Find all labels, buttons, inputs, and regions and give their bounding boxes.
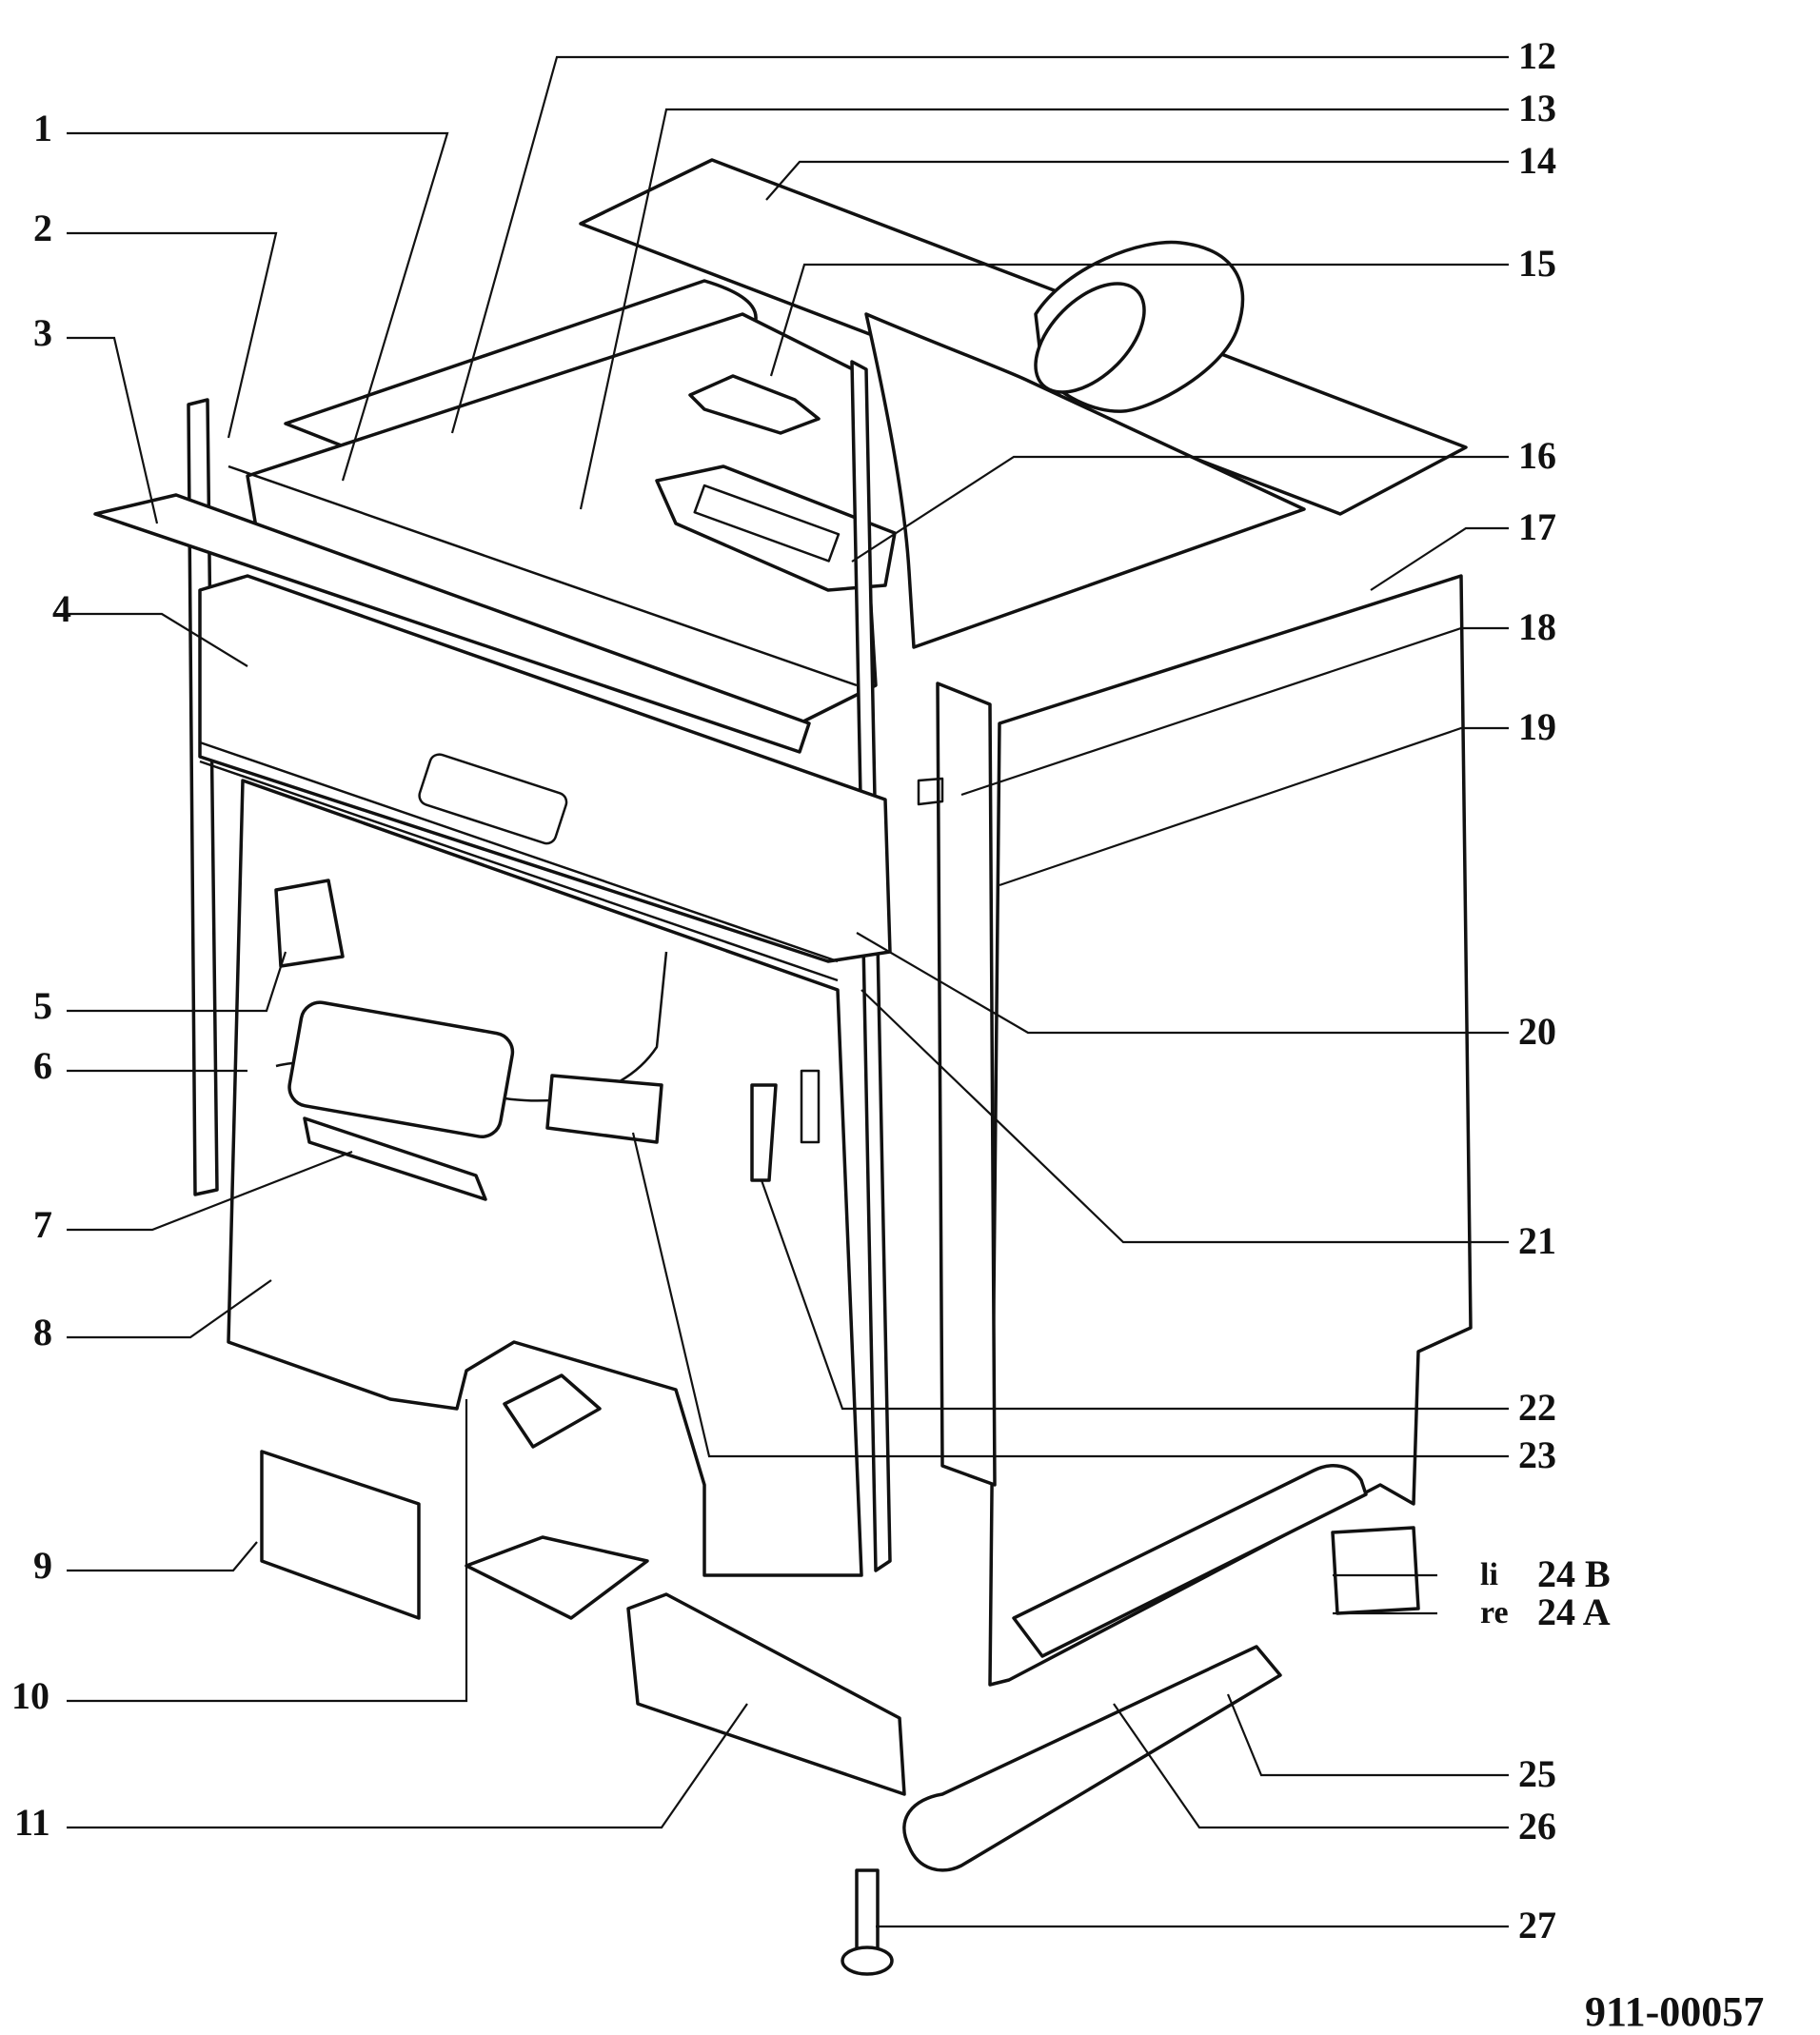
part-22-handle — [750, 1083, 778, 1182]
label-2: 2 — [33, 207, 52, 249]
label-7: 7 — [33, 1203, 52, 1246]
part-3-panel-strip — [93, 493, 811, 754]
label-20: 20 — [1518, 1010, 1556, 1053]
label-8: 8 — [33, 1311, 52, 1353]
part-24-hinge-block — [1331, 1526, 1420, 1615]
part-19-vertical-strip — [936, 682, 997, 1487]
label-24b: 24 B — [1537, 1552, 1611, 1595]
label-21: 21 — [1518, 1219, 1556, 1262]
label-22: 22 — [1518, 1386, 1556, 1429]
corner-post — [850, 360, 892, 1572]
label-24b-prefix: li — [1480, 1557, 1498, 1592]
label-11: 11 — [14, 1801, 50, 1844]
label-26: 26 — [1518, 1805, 1556, 1847]
label-12: 12 — [1518, 34, 1556, 77]
part-15-bracket — [688, 374, 821, 435]
label-1: 1 — [33, 107, 52, 149]
label-13: 13 — [1518, 87, 1556, 129]
part-25-bar — [902, 1645, 1282, 1872]
part-10-bracket-plate — [465, 1535, 649, 1620]
part-18-latch — [917, 777, 944, 806]
part-27-screw — [841, 1868, 894, 1976]
label-17: 17 — [1518, 505, 1556, 548]
side-panel-right — [988, 574, 1473, 1687]
insulation-mat-right — [864, 312, 1306, 649]
label-27: 27 — [1518, 1904, 1556, 1946]
callout-labels: 1 2 3 4 5 6 7 8 9 10 11 12 13 14 15 16 1… — [11, 34, 1764, 2035]
door-slot — [800, 1069, 821, 1144]
label-6: 6 — [33, 1044, 52, 1087]
part-23-bracket — [545, 1074, 663, 1144]
part-15-insulation-roll — [1034, 240, 1245, 413]
part-1-top-frame — [228, 464, 858, 687]
label-24a-prefix: re — [1480, 1595, 1509, 1630]
part-11-plinth — [626, 1592, 906, 1796]
part-8-door-body — [227, 779, 863, 1577]
label-5: 5 — [33, 984, 52, 1027]
leader-lines — [67, 55, 1509, 1928]
label-19: 19 — [1518, 705, 1556, 748]
part-5-hinge-bracket — [274, 879, 345, 968]
label-10: 10 — [11, 1674, 49, 1717]
label-14: 14 — [1518, 139, 1556, 182]
part-6-handle-window — [287, 1000, 515, 1138]
label-25: 25 — [1518, 1752, 1556, 1795]
label-16: 16 — [1518, 434, 1556, 477]
part-9-panel — [260, 1450, 421, 1620]
part-10-top-cap — [503, 1373, 602, 1449]
label-9: 9 — [33, 1544, 52, 1587]
label-18: 18 — [1518, 605, 1556, 648]
label-15: 15 — [1518, 242, 1556, 285]
part-7-rail — [303, 1116, 487, 1201]
label-3: 3 — [33, 311, 52, 354]
part-26-hose — [1012, 1464, 1368, 1658]
label-24a: 24 A — [1537, 1590, 1611, 1633]
label-4: 4 — [52, 587, 71, 630]
appliance-drawing — [93, 158, 1473, 1976]
label-23: 23 — [1518, 1433, 1556, 1476]
drawing-number: 911-00057 — [1585, 1988, 1764, 2035]
part-16-control-module — [655, 464, 897, 592]
